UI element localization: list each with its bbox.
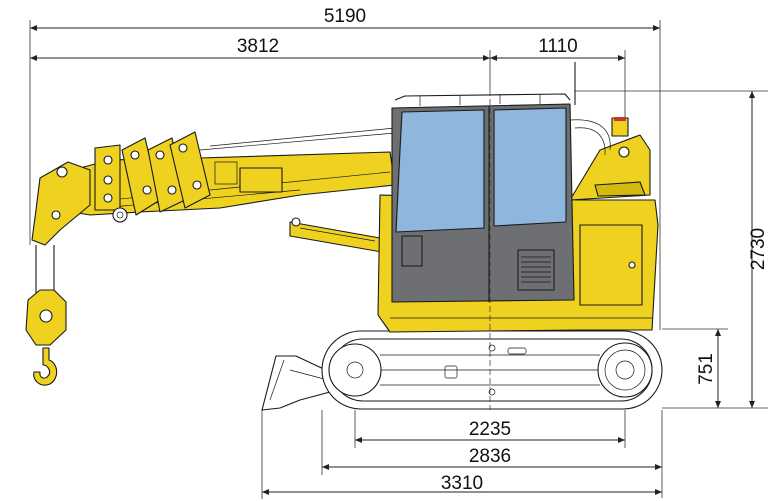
boom-lift-cylinder bbox=[289, 217, 383, 253]
dimension-track-length: 2836 bbox=[321, 410, 663, 498]
boom-folding-links bbox=[94, 131, 211, 223]
cab-door-handle bbox=[401, 235, 423, 267]
dimension-boom-to-pivot: 3812 bbox=[30, 36, 491, 90]
engine-vent-grille bbox=[517, 249, 555, 291]
track-length-label: 2836 bbox=[469, 446, 511, 467]
overall-height-label: 2730 bbox=[748, 228, 769, 270]
dimension-overall-height: 2730 bbox=[575, 90, 769, 409]
cab-front-window bbox=[395, 109, 485, 233]
idler-wheel bbox=[328, 343, 382, 397]
dimension-length-with-blade: 3310 bbox=[261, 410, 662, 499]
cab-side-window bbox=[493, 107, 567, 227]
crawler-track bbox=[321, 330, 663, 410]
length-with-blade-label: 3310 bbox=[441, 473, 483, 494]
dimension-pivot-to-rear: 1110 bbox=[490, 36, 626, 120]
overall-length-label: 5190 bbox=[324, 6, 366, 27]
boom-tip-hook-block bbox=[25, 161, 91, 386]
drive-sprocket bbox=[597, 342, 653, 398]
pivot-to-rear-label: 1110 bbox=[538, 36, 577, 57]
dimension-overall-length: 5190 bbox=[29, 6, 661, 330]
dimension-track-height: 751 bbox=[662, 328, 728, 408]
operator-cab bbox=[391, 62, 576, 303]
boom-to-pivot-label: 3812 bbox=[237, 36, 279, 57]
track-height-label: 751 bbox=[696, 353, 717, 385]
tumbler-distance-label: 2235 bbox=[469, 419, 511, 440]
dozer-blade bbox=[261, 355, 331, 411]
dimension-tumbler-distance: 2235 bbox=[354, 410, 626, 448]
